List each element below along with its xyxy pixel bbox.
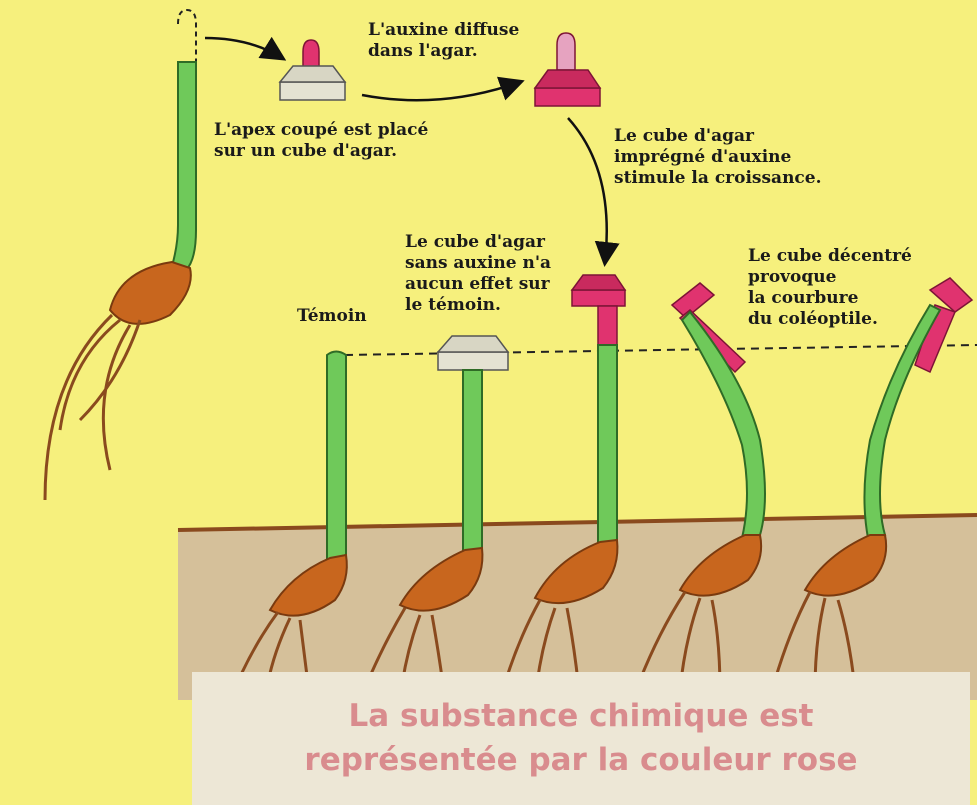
arrow-3	[568, 118, 607, 262]
apex-on-agar	[280, 40, 345, 100]
cut-coleoptile	[45, 10, 196, 500]
caption-box: La substance chimique est représentée pa…	[192, 672, 970, 805]
caption-text: La substance chimique est représentée pa…	[192, 694, 970, 782]
label-control: Témoin	[297, 306, 367, 327]
arrow-1	[205, 38, 282, 58]
label-no-auxin: Le cube d'agar sans auxine n'a aucun eff…	[405, 232, 551, 316]
label-cube-stimulates: Le cube d'agar imprégné d'auxine stimule…	[614, 126, 822, 189]
label-offcenter: Le cube décentré provoque la courbure du…	[748, 246, 912, 330]
auxin-agar	[535, 33, 600, 106]
arrow-2	[362, 82, 520, 100]
label-apex-placed: L'apex coupé est placé sur un cube d'aga…	[214, 120, 428, 162]
label-auxin-diffuses: L'auxine diffuse dans l'agar.	[368, 20, 519, 62]
